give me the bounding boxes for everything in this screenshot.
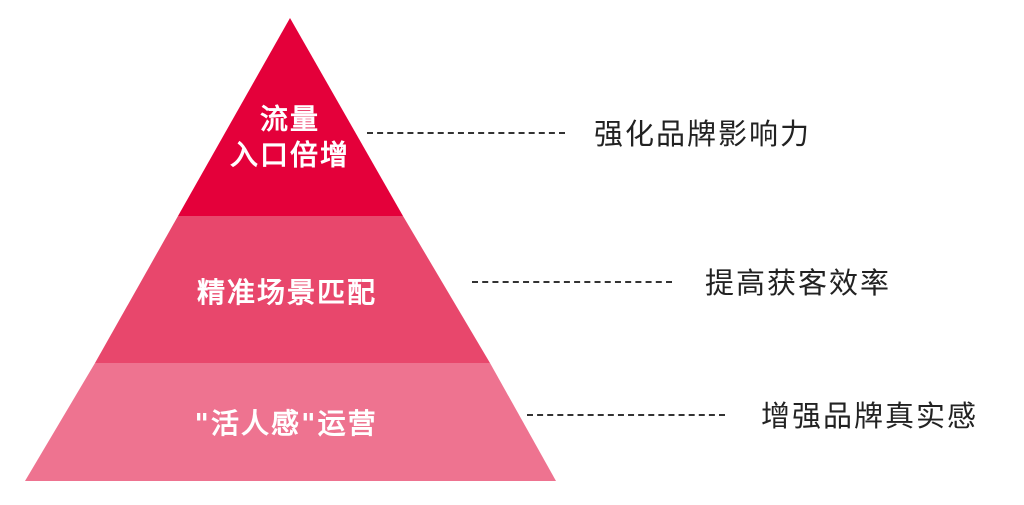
benefit-top: 强化品牌影响力 <box>594 117 812 151</box>
connector-line-bottom <box>527 414 725 416</box>
level-bottom-label: "活人感"运营 <box>194 406 378 440</box>
connector-line-middle <box>472 281 672 283</box>
benefit-bottom: 增强品牌真实感 <box>761 399 979 433</box>
connector-line-top <box>367 132 565 134</box>
level-top-line1: 流量 <box>259 102 321 136</box>
pyramid-level-middle <box>95 216 490 363</box>
pyramid-level-top <box>178 18 403 216</box>
level-middle-label: 精准场景匹配 <box>196 275 378 309</box>
pyramid-level-bottom <box>25 363 556 481</box>
benefit-middle: 提高获客效率 <box>705 266 892 300</box>
level-top-line2: 入口倍增 <box>229 139 351 172</box>
level-top-label: 流量 入口倍增 <box>230 102 350 175</box>
